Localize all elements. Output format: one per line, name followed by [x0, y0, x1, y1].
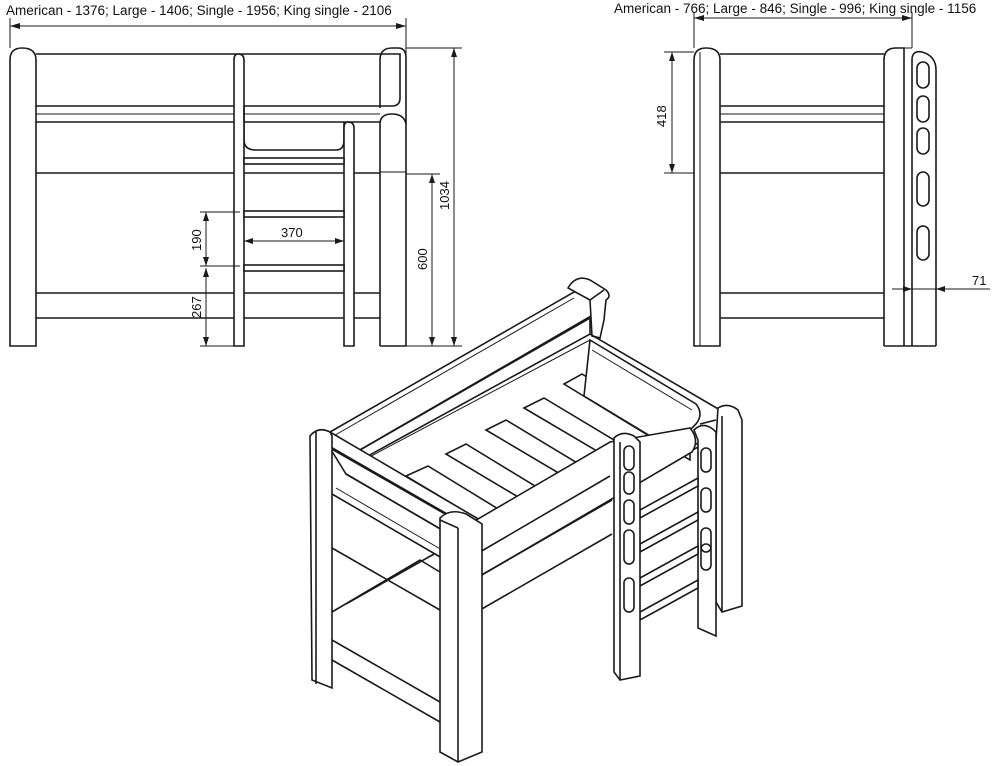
ladder-depth-label: 71 — [972, 273, 986, 288]
side-ladder-holes — [916, 61, 930, 261]
front-view: American - 1376; Large - 1406; Single - … — [6, 3, 462, 347]
rail-height-dimension: 418 — [654, 51, 694, 174]
iso-front-left-post — [309, 428, 333, 690]
platform-height-label: 600 — [415, 248, 430, 270]
iso-ladder-rungs — [639, 476, 699, 622]
platform-height-dimension: 600 — [406, 173, 440, 347]
iso-ladder-right-stile — [693, 424, 717, 638]
side-width-dimension: American - 766; Large - 846; Single - 99… — [614, 1, 976, 48]
iso-back-tall-post — [566, 277, 610, 339]
rail-height-label: 418 — [654, 105, 669, 127]
side-right-post — [883, 47, 905, 346]
rung-spacing-dimension: 190 — [189, 211, 240, 267]
iso-ladder-right-holes — [700, 447, 712, 571]
front-width-label: American - 1376; Large - 1406; Single - … — [6, 3, 392, 18]
bottom-rung-dimension: 267 — [189, 268, 240, 347]
side-width-label: American - 766; Large - 846; Single - 99… — [614, 1, 976, 16]
total-height-label: 1034 — [437, 181, 452, 210]
bottom-rung-label: 267 — [189, 296, 204, 318]
ladder-width-label: 370 — [281, 225, 303, 240]
front-right-short-post — [379, 113, 407, 346]
rung-spacing-label: 190 — [189, 229, 204, 251]
front-width-dimension: American - 1376; Large - 1406; Single - … — [6, 3, 407, 118]
front-ladder-opening — [243, 122, 345, 151]
iso-back-right-post — [715, 404, 743, 613]
front-ladder-left-stile — [233, 53, 245, 347]
iso-back-top-rail — [329, 291, 599, 459]
ladder-width-dimension: 370 — [244, 225, 344, 244]
isometric-view — [309, 277, 743, 763]
iso-front-mid-post — [439, 510, 483, 763]
front-right-tall-post — [379, 47, 407, 346]
total-height-dimension: 1034 — [406, 47, 462, 347]
side-ladder-stile — [911, 50, 937, 346]
front-ladder-right-stile — [343, 121, 355, 347]
side-view: American - 766; Large - 846; Single - 99… — [614, 1, 990, 347]
side-left-post — [693, 47, 721, 347]
front-top-rail — [36, 53, 401, 107]
ladder-depth-dimension: 71 — [892, 273, 990, 296]
iso-ladder-front-holes — [623, 445, 635, 613]
front-ladder-rungs — [243, 157, 345, 272]
front-left-post — [9, 47, 37, 347]
